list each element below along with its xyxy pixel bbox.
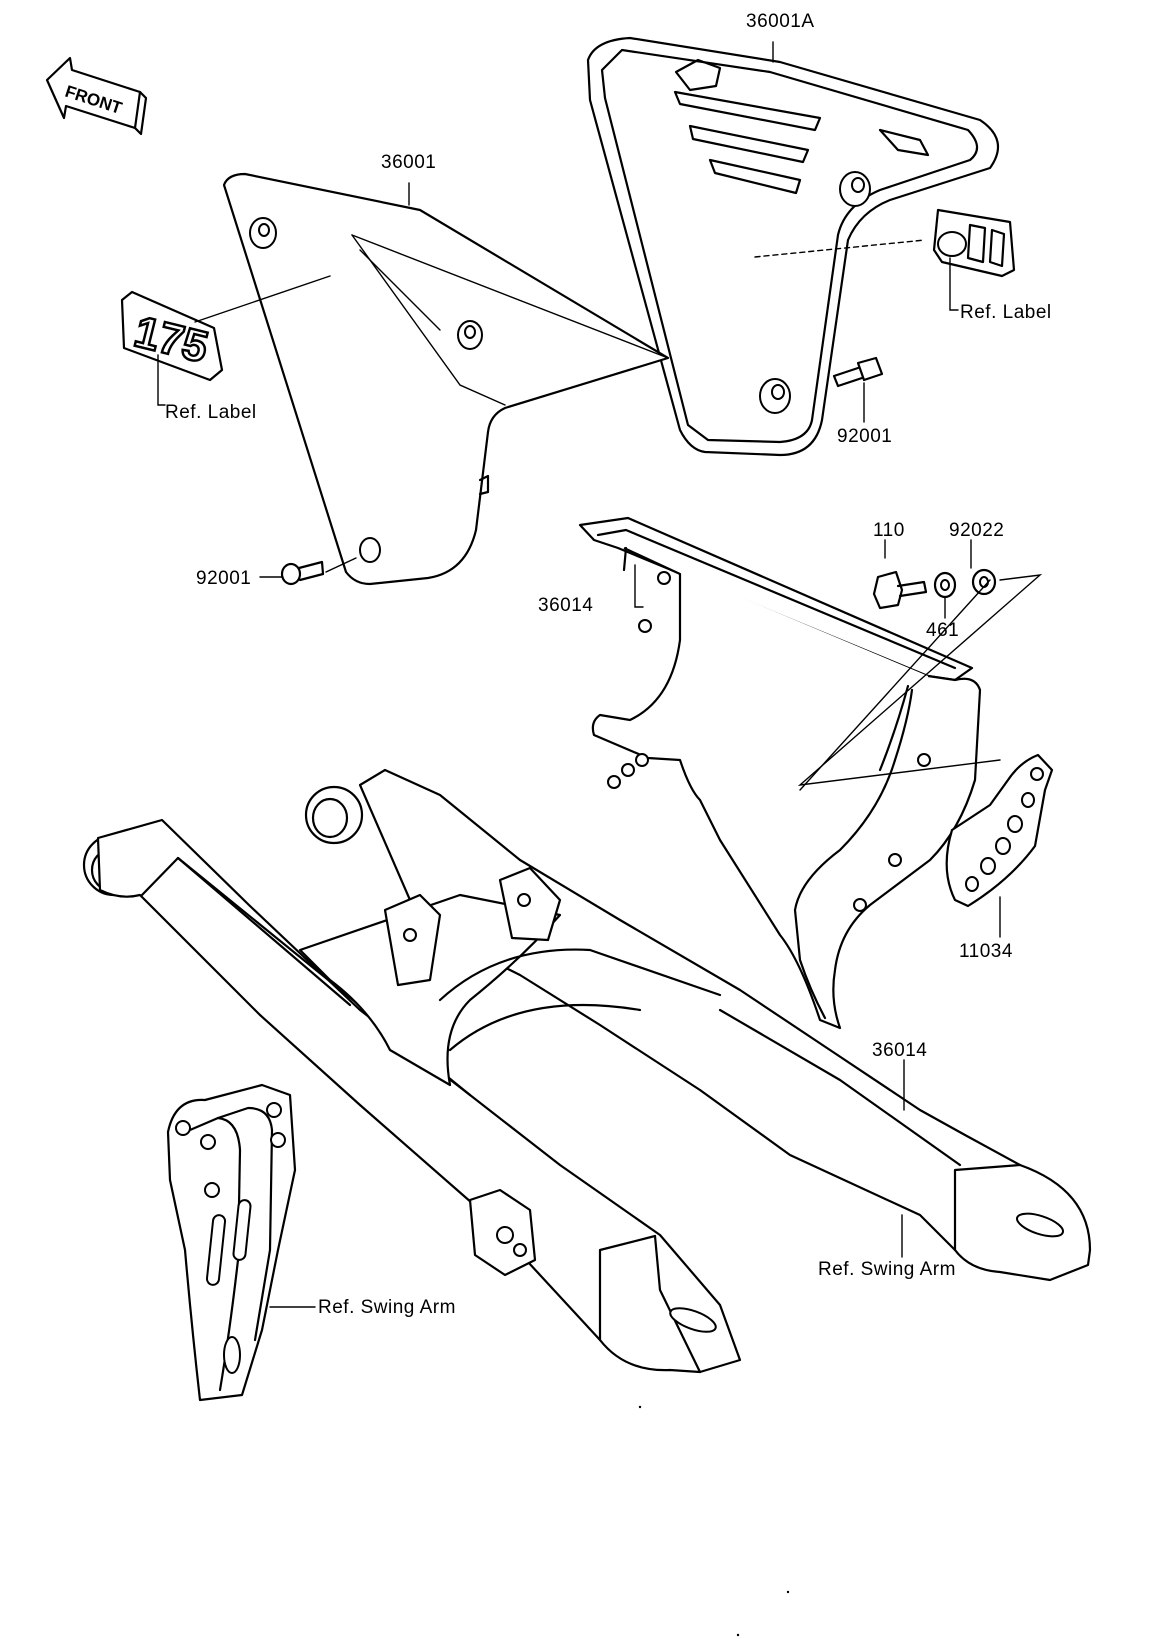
- bolt-110-icon: [872, 570, 928, 610]
- washer-461-icon: [933, 571, 957, 599]
- label-36001: 36001: [381, 152, 436, 173]
- side-cover-left: [222, 172, 670, 586]
- screw-bottom-left-icon: [280, 560, 325, 586]
- label-11034: 11034: [959, 941, 1013, 962]
- leader-lines: [157, 41, 1043, 1308]
- labels: 36001A 36001 Ref. Label Ref. Label 92001…: [165, 11, 1052, 1318]
- label-ref-label-left: Ref. Label: [165, 402, 257, 423]
- swing-arm: [82, 768, 1092, 1374]
- label-ref-swing-arm-left: Ref. Swing Arm: [318, 1297, 456, 1318]
- decal-175-text: 175: [130, 307, 213, 372]
- label-36014-swing-arm: 36014: [872, 1040, 927, 1061]
- label-92022: 92022: [949, 520, 1004, 541]
- side-cover-right: [586, 36, 1000, 457]
- screw-top-right-icon: [832, 356, 884, 388]
- front-arrow-icon: FRONT: [45, 56, 148, 136]
- speck: [786, 1590, 790, 1594]
- label-ref-swing-arm-right: Ref. Swing Arm: [818, 1259, 956, 1280]
- label-92001-right: 92001: [837, 426, 892, 447]
- washer-92022-icon: [971, 568, 997, 596]
- label-ref-label-right: Ref. Label: [960, 302, 1052, 323]
- label-110: 110: [873, 520, 905, 541]
- label-36014-mud-guard: 36014: [538, 595, 593, 616]
- chain-slider: [166, 1083, 297, 1402]
- speck: [638, 1405, 642, 1409]
- label-36001A: 36001A: [746, 11, 815, 32]
- decal-175-icon: 175: [120, 290, 224, 382]
- label-461: 461: [926, 620, 959, 641]
- decal-right-icon: [932, 208, 1016, 278]
- mud-guard: [578, 516, 982, 1030]
- chain-guide: [945, 753, 1054, 908]
- label-92001-left: 92001: [196, 568, 251, 589]
- speck: [736, 1633, 740, 1637]
